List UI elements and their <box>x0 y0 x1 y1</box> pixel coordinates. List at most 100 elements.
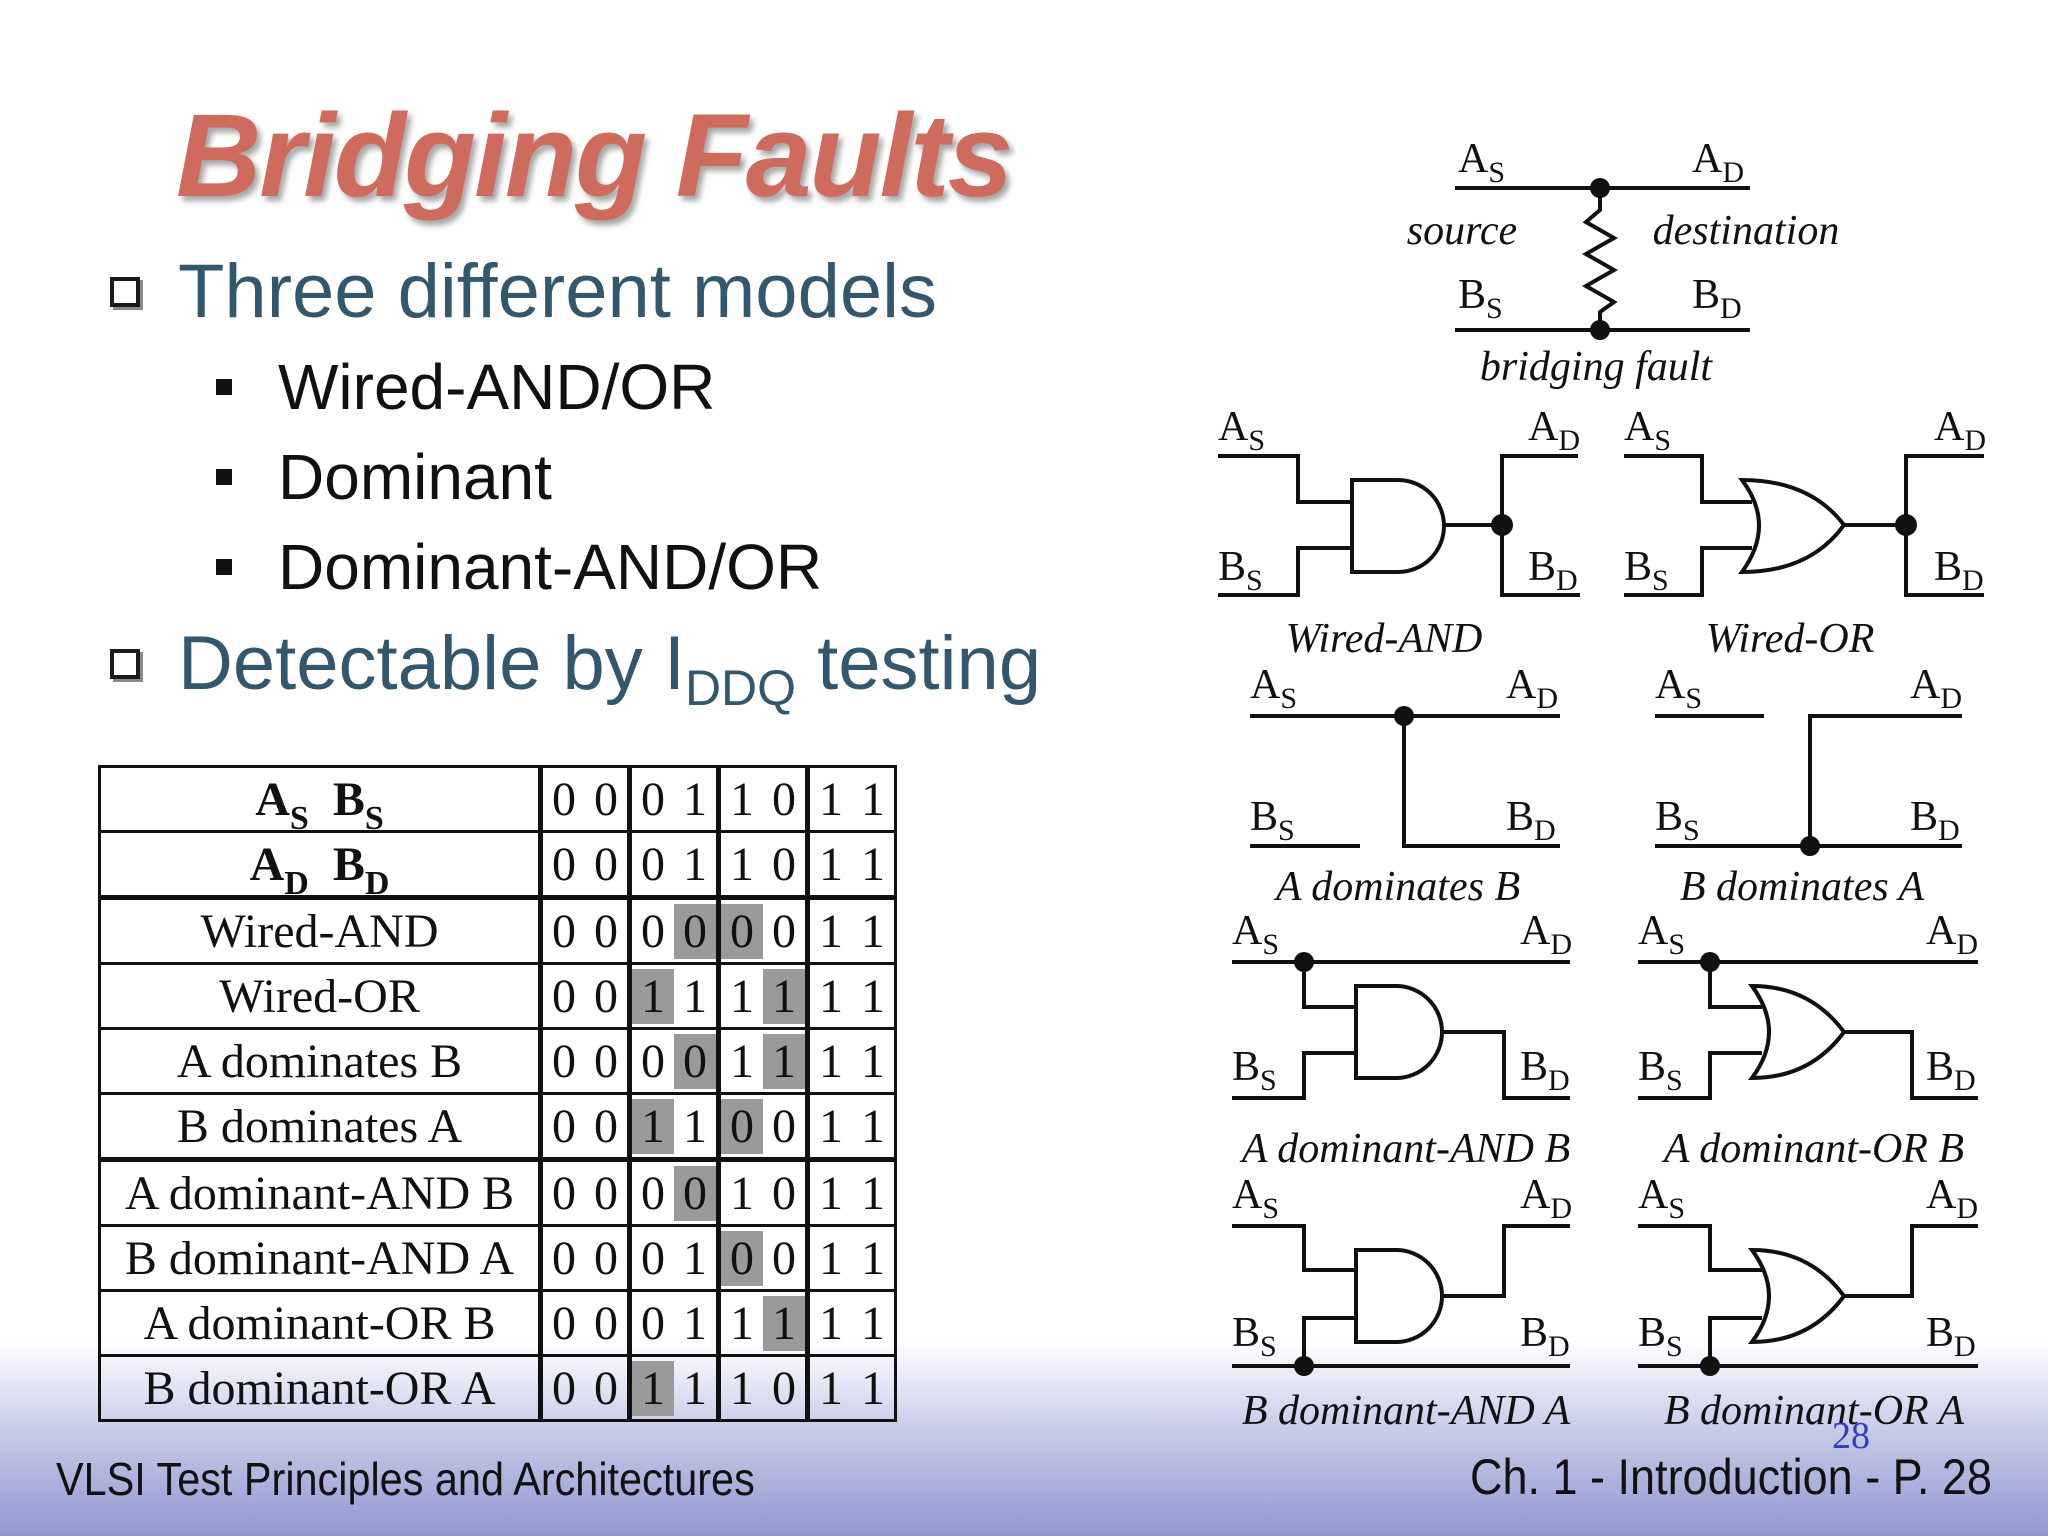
signal-letter: A <box>1692 136 1723 182</box>
caption-b-dom-and-a: B dominant-AND A <box>1242 1388 1571 1434</box>
bit-value: 1 <box>632 968 674 1024</box>
bit-value: 0 <box>594 904 618 958</box>
bit-value: 1 <box>819 837 843 891</box>
signal-subscript: S <box>1666 1330 1683 1363</box>
bit-value: 0 <box>772 1166 796 1220</box>
label-a-dest: AD <box>1506 662 1558 715</box>
bit-value: 1 <box>683 837 707 891</box>
label-b-dest: BD <box>1506 794 1556 847</box>
bit-value: 0 <box>721 903 763 959</box>
signal-letter: B <box>1934 544 1962 590</box>
bit-value: 0 <box>772 904 796 958</box>
label-a-dest: AD <box>1910 662 1962 715</box>
bit-value: 0 <box>641 772 665 826</box>
signal-letter: B <box>1506 794 1534 840</box>
label-b-dest: BD <box>1926 1310 1976 1363</box>
row-label: B dominant-AND A <box>98 1224 543 1292</box>
bit-value: 1 <box>861 1166 885 1220</box>
bit-value: 0 <box>552 969 576 1023</box>
bit-value: 1 <box>861 1361 885 1415</box>
bit-value: 0 <box>641 1034 665 1088</box>
bit-value: 1 <box>730 837 754 891</box>
label-bridging-fault: bridging fault <box>1480 344 1714 390</box>
label-b-dest: BD <box>1692 272 1742 325</box>
bit-value: 0 <box>594 1034 618 1088</box>
signal-subscript: S <box>1248 424 1265 457</box>
bit-value: 0 <box>674 903 716 959</box>
bullet-text-post: testing <box>796 621 1042 706</box>
signal-letter: A <box>1528 404 1559 450</box>
bit-value: 1 <box>730 1166 754 1220</box>
sub-b: S <box>364 799 384 837</box>
page-number: 28 <box>1832 1415 1870 1457</box>
signal-letter: A <box>1934 404 1965 450</box>
bit-value: 1 <box>683 1231 707 1285</box>
signal-letter: A <box>1520 1172 1551 1218</box>
label-a: A <box>249 837 285 891</box>
row-label: A dominant-OR B <box>98 1289 543 1357</box>
bit-value: 0 <box>674 1165 716 1221</box>
label-a-source: AS <box>1458 136 1505 189</box>
bit-value: 0 <box>552 837 576 891</box>
bit-value: 1 <box>861 969 885 1023</box>
bit-value: 1 <box>730 772 754 826</box>
bit-value: 1 <box>763 1033 805 1089</box>
label-b-source: BS <box>1250 794 1295 847</box>
label-b-dest: BD <box>1528 544 1578 597</box>
bit-value: 1 <box>861 837 885 891</box>
signal-subscript: D <box>1940 682 1962 715</box>
label-a-dest: AD <box>1926 1172 1978 1225</box>
checkbox-bullet-icon <box>110 648 140 679</box>
signal-letter: B <box>1638 1044 1666 1090</box>
signal-letter: A <box>1910 662 1941 708</box>
label-a-source: AS <box>1232 1172 1279 1225</box>
bit-value: 0 <box>721 1098 763 1154</box>
signal-letter: B <box>1218 544 1246 590</box>
label-a-dest: AD <box>1926 908 1978 961</box>
bit-value: 0 <box>552 1166 576 1220</box>
sub-bullet-text: Dominant <box>278 441 552 513</box>
signal-letter: A <box>1655 662 1686 708</box>
bit-value: 1 <box>730 969 754 1023</box>
label-destination: destination <box>1653 208 1840 254</box>
square-bullet-icon <box>216 469 232 485</box>
signal-subscript: D <box>1550 1192 1572 1225</box>
bit-value: 0 <box>594 837 618 891</box>
bit-value: 1 <box>861 1231 885 1285</box>
label-a-dest: AD <box>1934 404 1986 457</box>
row-label: A dominates B <box>98 1027 543 1095</box>
label-b-dest: BD <box>1520 1044 1570 1097</box>
footer-chapter-page: Ch. 1 - Introduction - P. 28 <box>1470 1449 1992 1505</box>
bullet-text-sub: DDQ <box>684 659 797 716</box>
bit-value: 1 <box>683 969 707 1023</box>
signal-subscript: D <box>1534 814 1556 847</box>
bit-value: 1 <box>861 904 885 958</box>
checkbox-bullet-icon <box>110 276 140 307</box>
bit-value: 0 <box>772 772 796 826</box>
signal-letter: A <box>1232 1172 1263 1218</box>
bit-value: 0 <box>552 904 576 958</box>
bullet-text: Three different models <box>178 249 937 334</box>
signal-letter: B <box>1926 1310 1954 1356</box>
signal-subscript: D <box>1964 424 1986 457</box>
bit-value: 1 <box>819 969 843 1023</box>
bit-value: 1 <box>683 1099 707 1153</box>
signal-letter: B <box>1926 1044 1954 1090</box>
label-a-dest: AD <box>1528 404 1580 457</box>
bit-value: 1 <box>861 1034 885 1088</box>
